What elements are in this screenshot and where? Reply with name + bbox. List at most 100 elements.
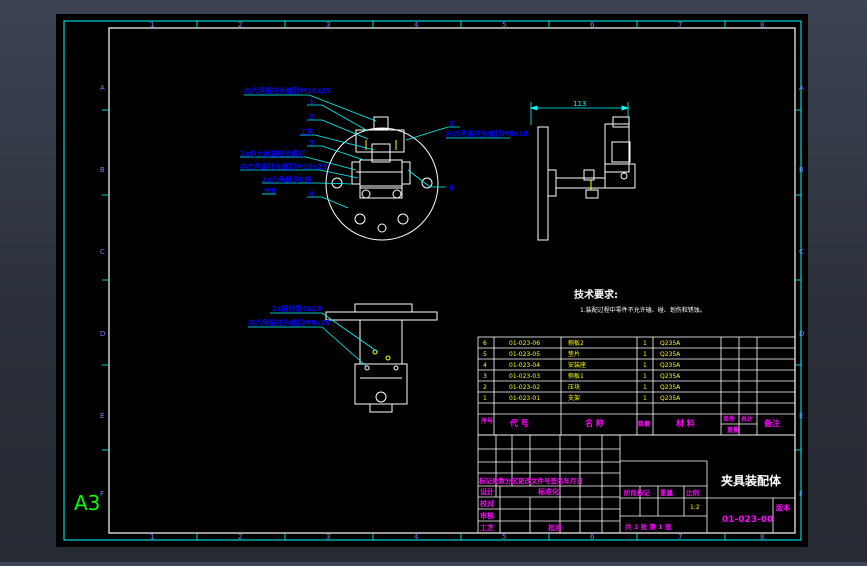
col-number: 7: [678, 533, 682, 541]
bom-cell-material: Q235A: [660, 395, 681, 402]
bom-cell-name: 安装座: [568, 361, 586, 369]
top-view[interactable]: [325, 303, 438, 413]
leader-label: 2x六角螺母C级: [262, 175, 313, 184]
col-number: 8: [760, 533, 764, 541]
bom-cell-qty: 1: [643, 395, 647, 402]
lower-block-side: [604, 163, 636, 189]
row-letter: B: [799, 166, 804, 174]
flange-hub: [547, 169, 557, 197]
base-block: [359, 185, 403, 199]
front-view-leaders: [240, 94, 510, 209]
row-letter: C: [100, 248, 105, 256]
title-block[interactable]: [477, 434, 796, 534]
stage-label: 阶段标记: [624, 488, 651, 497]
flange-hole: [354, 213, 366, 225]
side-plate-left: [351, 161, 361, 185]
bom-cell-no: 4: [483, 362, 487, 369]
bolt-head-top: [375, 391, 387, 403]
col-number: 2: [238, 533, 242, 541]
bom-header-unit: 单件: [723, 415, 735, 423]
nut-side: [583, 169, 595, 181]
weight-label: 重量: [660, 488, 674, 497]
scale-value: 1:2: [690, 504, 700, 511]
leader-label: M8: [264, 187, 276, 195]
leader-label: 6: [449, 184, 454, 192]
row-letter: A: [799, 84, 804, 92]
screw-top: [393, 365, 399, 371]
bracket-side: [604, 123, 630, 173]
bom-cell-qty: 1: [643, 373, 647, 380]
review-label: 审核: [480, 511, 494, 520]
bom-cell-no: 6: [483, 340, 487, 347]
sheet-size-label: A3: [74, 491, 100, 515]
top-view-labels: 2x圆柱销6x28 内六角圆柱头螺钉M8x25: [248, 304, 330, 327]
row-letter: A: [100, 84, 105, 92]
leader-label: 5: [449, 120, 454, 128]
col-number: 5: [502, 533, 506, 541]
leader-label: 1: [309, 98, 314, 106]
col-number: 1: [150, 21, 154, 29]
bom-cell-material: Q235A: [660, 340, 681, 347]
row-letter: C: [799, 248, 804, 256]
col-number: 4: [414, 533, 419, 541]
process-label: 工艺: [480, 523, 494, 532]
clamp-side: [611, 141, 631, 163]
col-number: 2: [238, 21, 242, 29]
inner-frame: [108, 27, 796, 534]
pin-top: [385, 355, 391, 361]
leader-label: 2x内六角圆柱头螺钉: [240, 149, 305, 158]
front-view-labels: 内六角圆柱头螺钉M10x25 1 2 工件 3 2x内六角圆柱头螺钉 内六角圆柱…: [240, 86, 528, 198]
bom-cell-no: 1: [483, 395, 487, 402]
bom-header: 序号 代 号 名 称 数量 材 料 单件 总计 重量 备注: [480, 415, 780, 434]
bom-header-weight: 重量: [727, 426, 739, 434]
clamp-block: [371, 143, 391, 163]
front-view[interactable]: [325, 116, 439, 241]
bom-table[interactable]: [477, 336, 796, 436]
col-number: 6: [590, 21, 595, 29]
top-bolt: [373, 116, 389, 130]
bom-cell-qty: 1: [643, 351, 647, 358]
row-letter: D: [799, 330, 804, 338]
bom-cell-no: 5: [483, 351, 487, 358]
bom-cell-name: 侧板1: [568, 372, 584, 380]
bom-cell-name: 压块: [568, 383, 580, 391]
leader-label: 3: [309, 139, 314, 147]
drawing-title: 夹具装配体: [721, 473, 782, 488]
bom-cell-no: 2: [483, 384, 487, 391]
bom-cell-code: 01-023-04: [509, 362, 540, 369]
row-letter: E: [100, 412, 104, 420]
col-number: 3: [326, 533, 330, 541]
row-letter: F: [100, 490, 104, 498]
bom-cell-material: Q235A: [660, 373, 681, 380]
leader-label: 2: [309, 113, 314, 121]
change-row-label: 标记处数分区更改文件号签名年月日: [478, 476, 583, 485]
bom-header-qty: 数量: [638, 420, 650, 428]
leader-label: 内六角圆柱头螺钉M8x25: [248, 318, 330, 327]
bom-header-remark: 备注: [763, 418, 780, 428]
bom-header-code: 代 号: [509, 418, 529, 428]
sheets-label: 共 1 张 第 1 张: [625, 522, 672, 531]
row-letter: E: [799, 412, 803, 420]
col-number: 5: [502, 21, 506, 29]
flange-hole: [397, 213, 409, 225]
col-number: 1: [150, 533, 154, 541]
hub-top: [354, 303, 413, 313]
check-label: 校对: [480, 499, 494, 508]
bom-header-no: 序号: [480, 417, 493, 425]
screw-head: [620, 172, 628, 180]
top-cap: [612, 116, 630, 128]
col-number: 6: [590, 533, 595, 541]
leader-label: 工件: [300, 127, 314, 136]
column-ticks: [102, 21, 801, 540]
flange-outline: [325, 127, 439, 241]
bom-cell-code: 01-023-06: [509, 340, 540, 347]
leader-label: 4: [309, 190, 314, 198]
bom-cell-no: 3: [483, 373, 487, 380]
row-letter: B: [100, 166, 105, 174]
flange-hole: [377, 223, 387, 233]
bom-cell-name: 侧板2: [568, 339, 584, 347]
side-view[interactable]: [537, 116, 636, 241]
